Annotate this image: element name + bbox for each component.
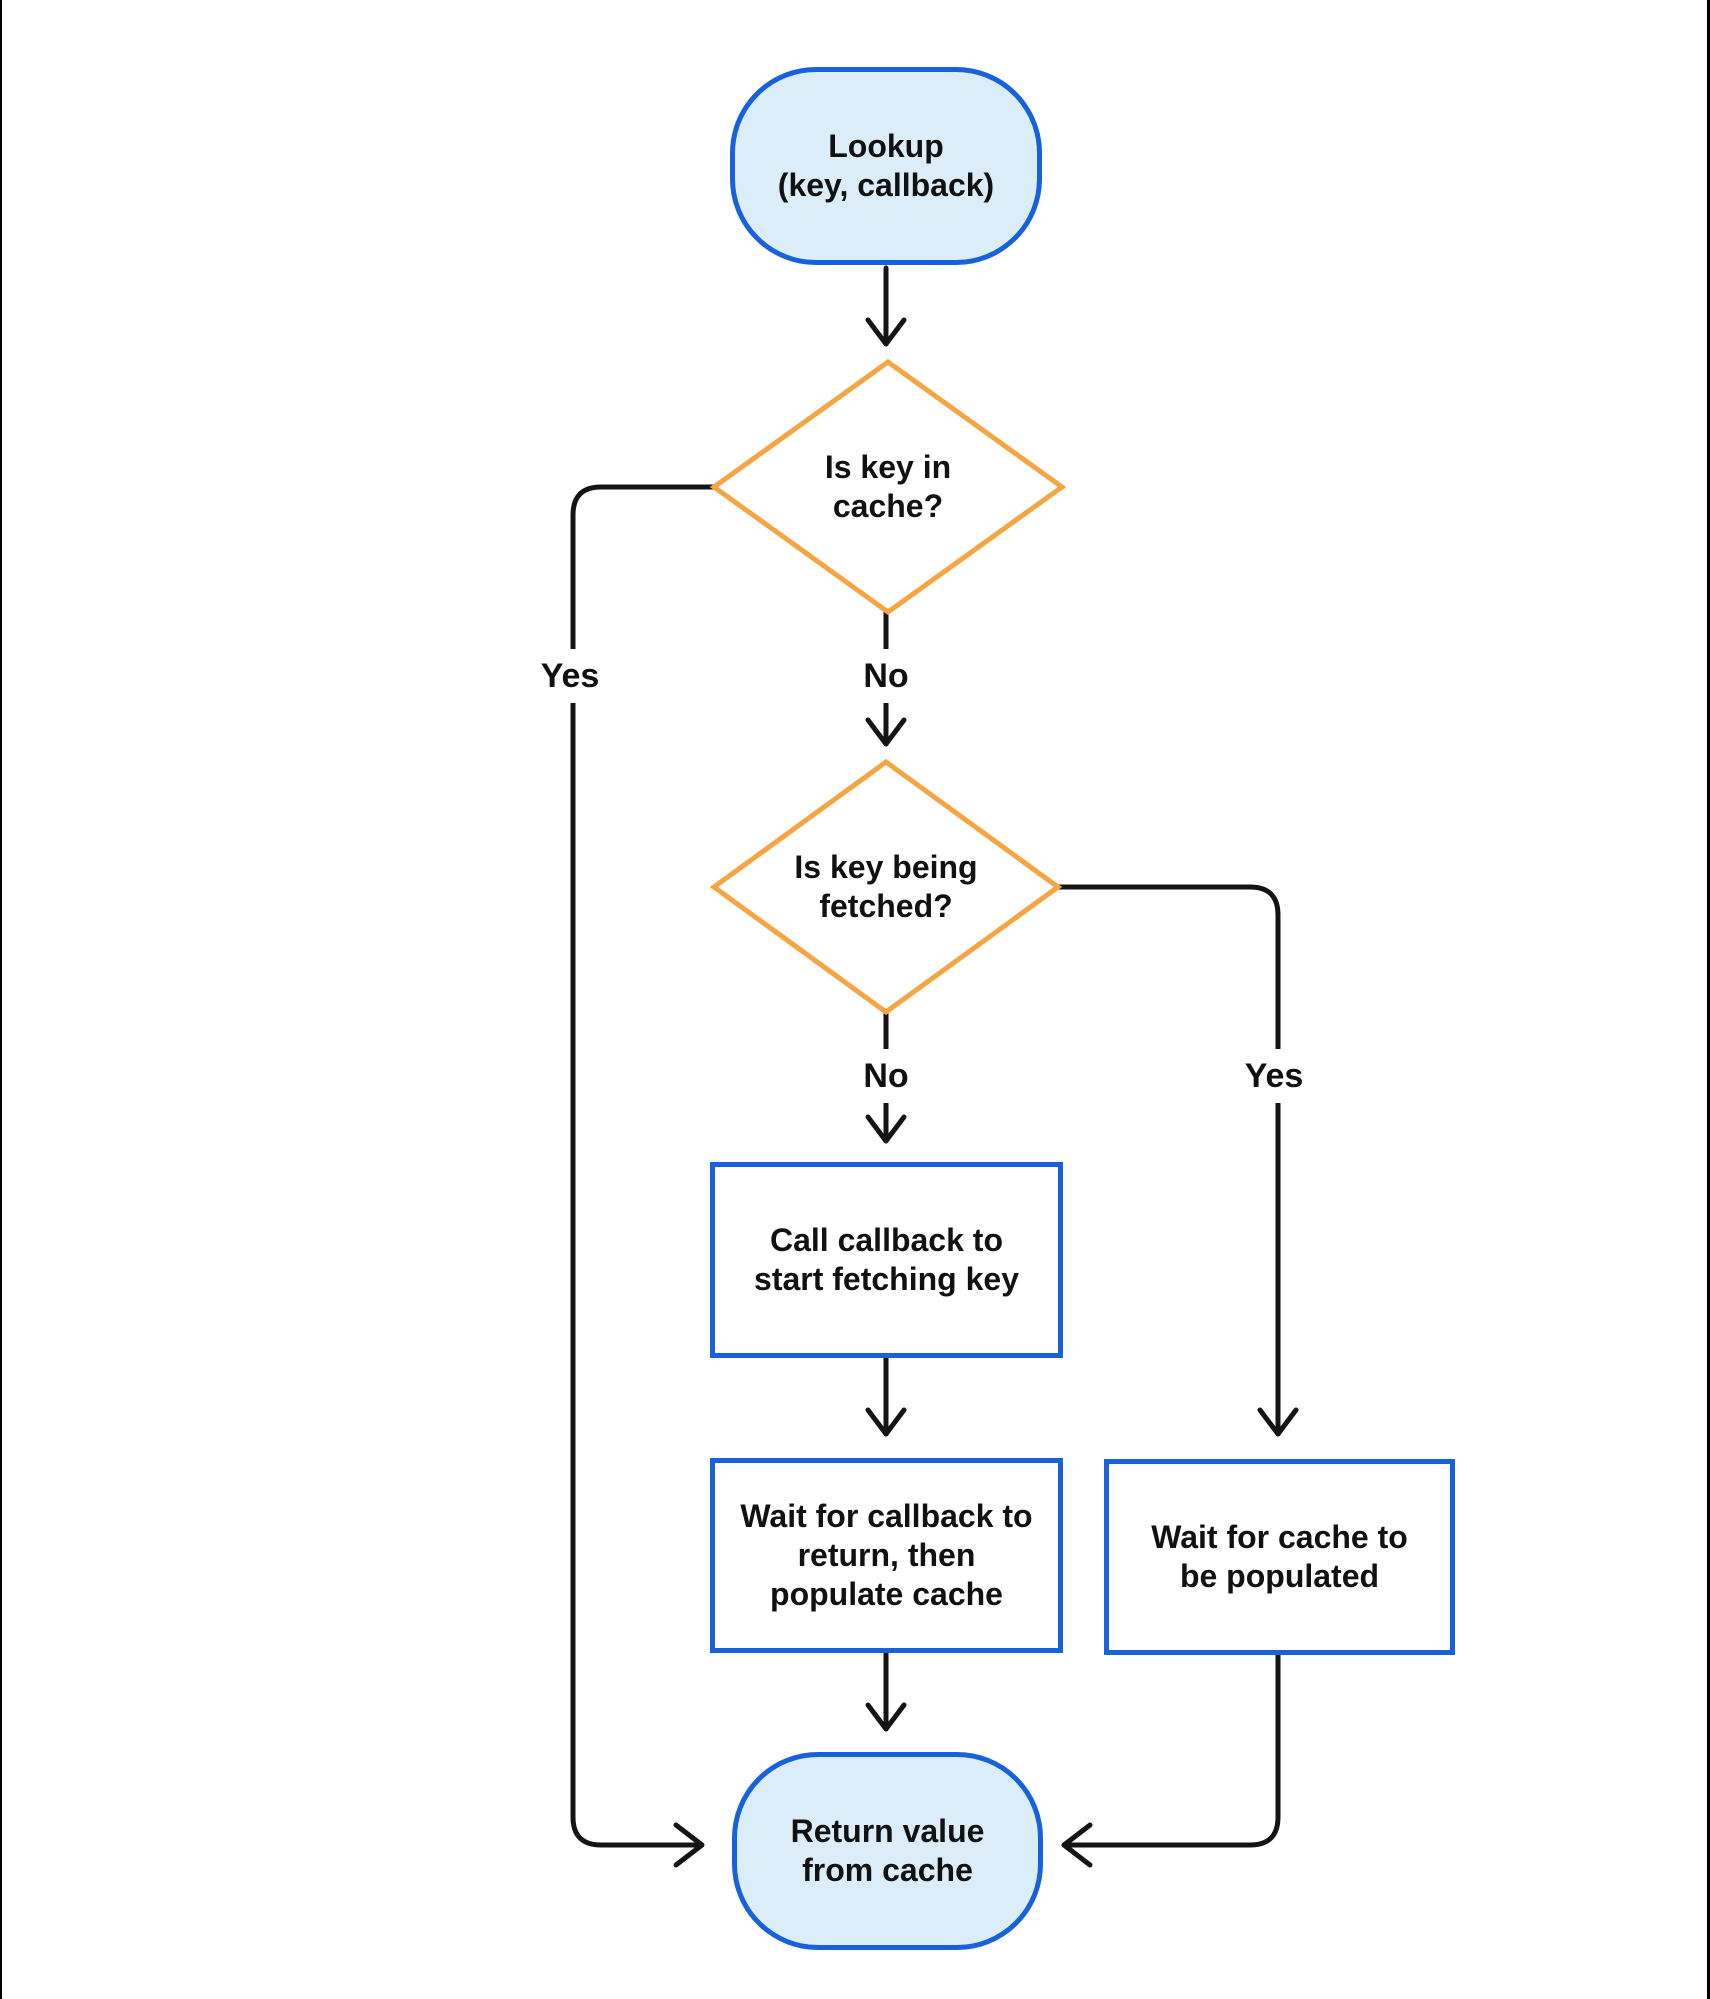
arrowhead-into-wait-for-cache: [1257, 1407, 1299, 1437]
is-key-in-cache-diamond-shape: [709, 358, 1067, 616]
edge-label-yes-left: Yes: [532, 649, 608, 703]
edge-wait-for-cache-to-return: [1061, 1652, 1281, 1848]
node-lookup-start: Lookup (key, callback): [730, 67, 1042, 265]
node-call-callback-label: Call callback to start fetching key: [754, 1221, 1019, 1297]
arrowhead-into-wait-for-callback: [865, 1407, 907, 1437]
node-call-callback: Call callback to start fetching key: [710, 1162, 1063, 1358]
node-wait-for-cache: Wait for cache to be populated: [1104, 1459, 1455, 1655]
node-lookup-label: Lookup (key, callback): [777, 127, 995, 203]
edge-is-key-being-fetched-yes: [1055, 884, 1281, 1437]
is-key-being-fetched-diamond-shape: [709, 758, 1063, 1016]
arrowhead-yes-into-return-node: [673, 1822, 705, 1868]
node-return-value-from-cache: Return value from cache: [732, 1752, 1043, 1950]
arrowhead-into-is-key-being-fetched: [865, 717, 907, 747]
node-wait-for-callback: Wait for callback to return, then popula…: [710, 1458, 1063, 1653]
node-wait-for-cache-label: Wait for cache to be populated: [1151, 1518, 1408, 1594]
edge-label-no-first: No: [855, 649, 917, 703]
canvas-left-border: [0, 0, 2, 1999]
node-wait-for-callback-label: Wait for callback to return, then popula…: [740, 1497, 1033, 1613]
decision-is-key-in-cache-label: Is key in cache?: [824, 448, 952, 524]
canvas-right-border: [1707, 0, 1710, 1999]
arrowhead-into-return-node-top: [865, 1702, 907, 1732]
decision-is-key-in-cache: Is key in cache?: [714, 362, 1062, 612]
edge-label-no-second: No: [855, 1049, 917, 1103]
decision-is-key-being-fetched-label: Is key being fetched?: [794, 848, 978, 924]
arrowhead-into-return-node-right: [1061, 1822, 1093, 1868]
arrowhead-into-is-key-in-cache: [865, 317, 907, 347]
arrowhead-into-call-callback: [865, 1114, 907, 1144]
edge-is-key-in-cache-yes: [570, 484, 717, 1848]
node-return-value-label: Return value from cache: [790, 1812, 985, 1888]
edge-label-yes-right: Yes: [1236, 1049, 1312, 1103]
decision-is-key-being-fetched: Is key being fetched?: [714, 762, 1058, 1012]
